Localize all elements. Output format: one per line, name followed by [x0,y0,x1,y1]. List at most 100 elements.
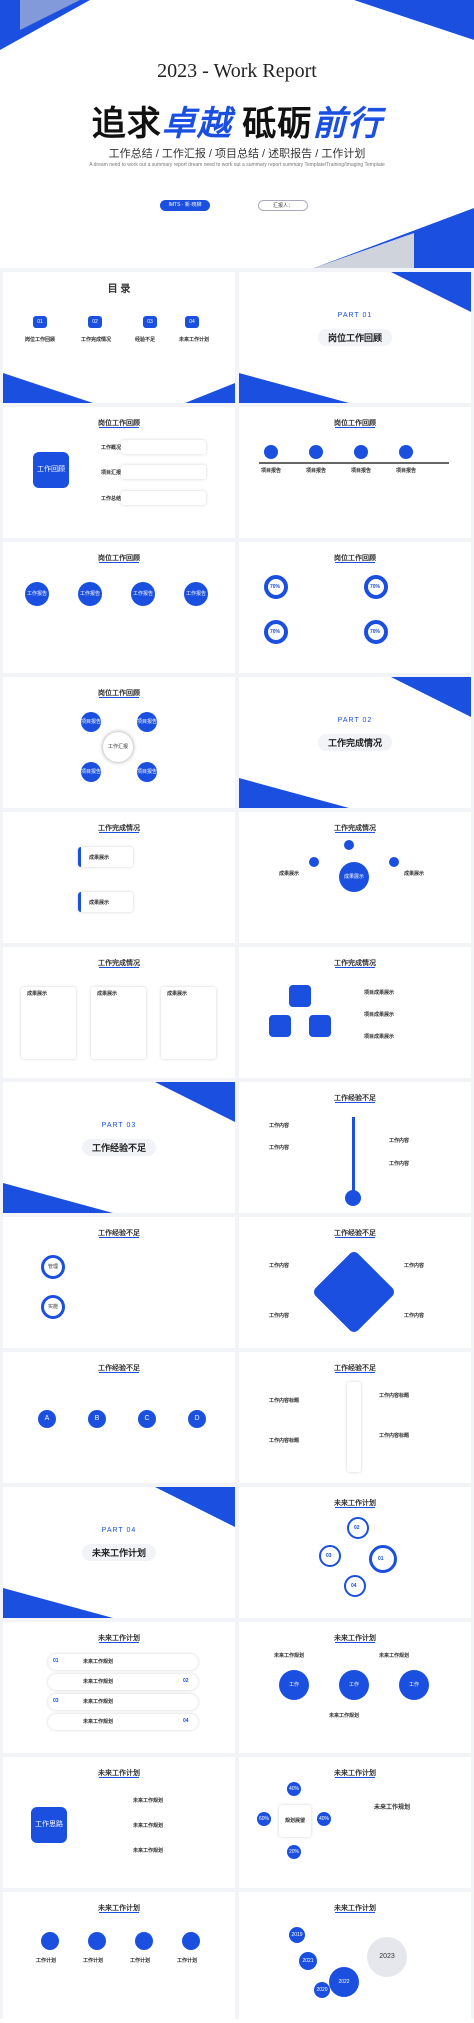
plan-text-3: 未来工作规划 [329,1713,360,1719]
medal-label-2: 工作计划 [83,1958,104,1964]
plan-ring-3 [369,1545,397,1573]
part-title: 未来工作计划 [81,1544,157,1561]
review-slide-1: 岗位工作回顾 工作回顾 工作概况 项目汇报 工作总结 [3,407,235,538]
slide-title: 岗位工作回顾 [334,420,376,427]
part-label: PART 04 [101,1527,137,1534]
result-label-a: 成果展示 [27,991,48,997]
percent-2: 70% [370,584,381,590]
step-b: B [88,1410,106,1428]
hub-center: 工作汇报 [103,732,133,762]
outlook-pct-2: 60% [257,1812,271,1826]
cover-reporter-pill: 汇报人： [258,200,308,211]
review-slide-5: 岗位工作回顾 工作汇报 项目报告 项目报告 项目报告 项目报告 [3,677,235,808]
plan-item-4: 未来工作规划 [83,1719,114,1725]
result-slide-4: 工作完成情况 项目成果展示 项目成果展示 项目成果展示 [239,947,471,1078]
title-accent-1: 卓越 [161,105,232,143]
toc-num-4: 04 [185,316,199,328]
lack-detail-2: 工作内容标题 [379,1393,410,1399]
lack-slide-3: 工作经验不足 工作内容 工作内容 工作内容 工作内容 [239,1217,471,1348]
percent-ring-3 [264,620,288,644]
title-underline [335,427,375,428]
cover-main-title: 追求卓越 砥砺前行 [0,96,474,145]
year-bubble-2023: 2023 [367,1937,407,1977]
hub-node-2: 项目报告 [137,712,157,732]
title-underline [99,1372,139,1373]
toc-decor-right [185,383,235,403]
lack-slide-5: 工作经验不足 工作内容标题 工作内容标题 工作内容标题 工作内容标题 [239,1352,471,1483]
step-a: A [38,1410,56,1428]
title-underline [335,1642,375,1643]
slide-title: 未来工作计划 [98,1635,140,1642]
lack-detail-1: 工作内容标题 [269,1398,300,1404]
icon-node-left [309,857,319,867]
lack-detail-4: 工作内容标题 [379,1433,410,1439]
plan-slide-6: 未来工作计划 工作计划 工作计划 工作计划 工作计划 [3,1892,235,2023]
plan-item-3: 未来工作规划 [83,1699,114,1705]
title-underline [335,1912,375,1913]
slide-title: 未来工作计划 [334,1770,376,1777]
result-card-c [161,987,216,1059]
hub-node-3: 项目报告 [81,762,101,782]
review-item-2: 项目汇报 [101,470,122,476]
report-circle-2: 工作报告 [78,582,102,606]
manage-node: 管理 [41,1255,65,1279]
title-underline [99,832,139,833]
hex-2 [269,1015,291,1037]
plan-bar-1 [48,1654,198,1670]
plan-slide-2: 未来工作计划 未来工作规划 未来工作规划 未来工作规划 未来工作规划 01 02… [3,1622,235,1753]
title-underline [99,967,139,968]
plan-circle-2: 工作 [339,1670,369,1700]
slide-title: 未来工作计划 [334,1500,376,1507]
part04-slide: PART 04 未来工作计划 [3,1487,235,1618]
review-center: 工作回顾 [33,452,69,488]
result-card-a [21,987,76,1059]
slide-title: 未来工作计划 [334,1905,376,1912]
outlook-pct-3: 40% [317,1812,331,1826]
timeline-dot-4 [399,445,413,459]
timeline [259,462,449,464]
plan-item-1: 未来工作规划 [83,1659,114,1665]
title-underline [335,1102,375,1103]
result-slide-2: 工作完成情况 成果展示 成果展示 成果展示 [239,812,471,943]
review-slide-4: 岗位工作回顾 70% 70% 70% 70% [239,542,471,673]
part-decor-bottom [3,1183,113,1213]
slide-title: 岗位工作回顾 [334,555,376,562]
report-circle-3: 工作报告 [131,582,155,606]
report-circle-1: 工作报告 [25,582,49,606]
part-label: PART 03 [101,1122,137,1129]
plan-item-2: 未来工作规划 [83,1679,114,1685]
result-label-c: 成果展示 [167,991,188,997]
title-part-1: 追求 [91,105,162,143]
year-bubble-2020: 2020 [314,1982,330,1998]
thinking-center: 工作思路 [31,1807,67,1843]
percent-3: 70% [270,629,281,635]
medal-label-4: 工作计划 [177,1958,198,1964]
result-slide-1: 工作完成情况 成果展示 成果展示 [3,812,235,943]
part-decor-bottom [239,373,349,403]
medal-icon-1 [41,1932,59,1950]
toc-decor [3,373,93,403]
lack-detail-3: 工作内容标题 [269,1438,300,1444]
step-c: C [138,1410,156,1428]
toc-title: 目 录 [107,284,131,295]
cover-decor-grey [20,0,80,30]
slide-title: 工作经验不足 [334,1095,376,1102]
lack-item-1: 工作内容 [269,1123,290,1129]
plan-num-1: 01 [53,1658,59,1664]
plan-num-4: 04 [351,1583,357,1589]
part-decor-bottom [239,778,349,808]
plan-bar-2 [48,1674,198,1690]
hex-3 [309,1015,331,1037]
slide-title: 工作完成情况 [98,960,140,967]
year-bubble-2019: 2019 [289,1927,305,1943]
review-item-1: 工作概况 [101,445,122,451]
timeline-dot-3 [354,445,368,459]
diamond-block [311,1249,397,1335]
project-item-1: 项目成果展示 [364,990,395,996]
title-underline [99,1777,139,1778]
cover-subtitle: 工作总结 / 工作汇报 / 项目总结 / 述职报告 / 工作计划 [108,148,366,160]
lack-item-3: 工作内容 [389,1138,410,1144]
title-underline [335,1237,375,1238]
timeline-label-1: 项目报告 [261,468,282,474]
